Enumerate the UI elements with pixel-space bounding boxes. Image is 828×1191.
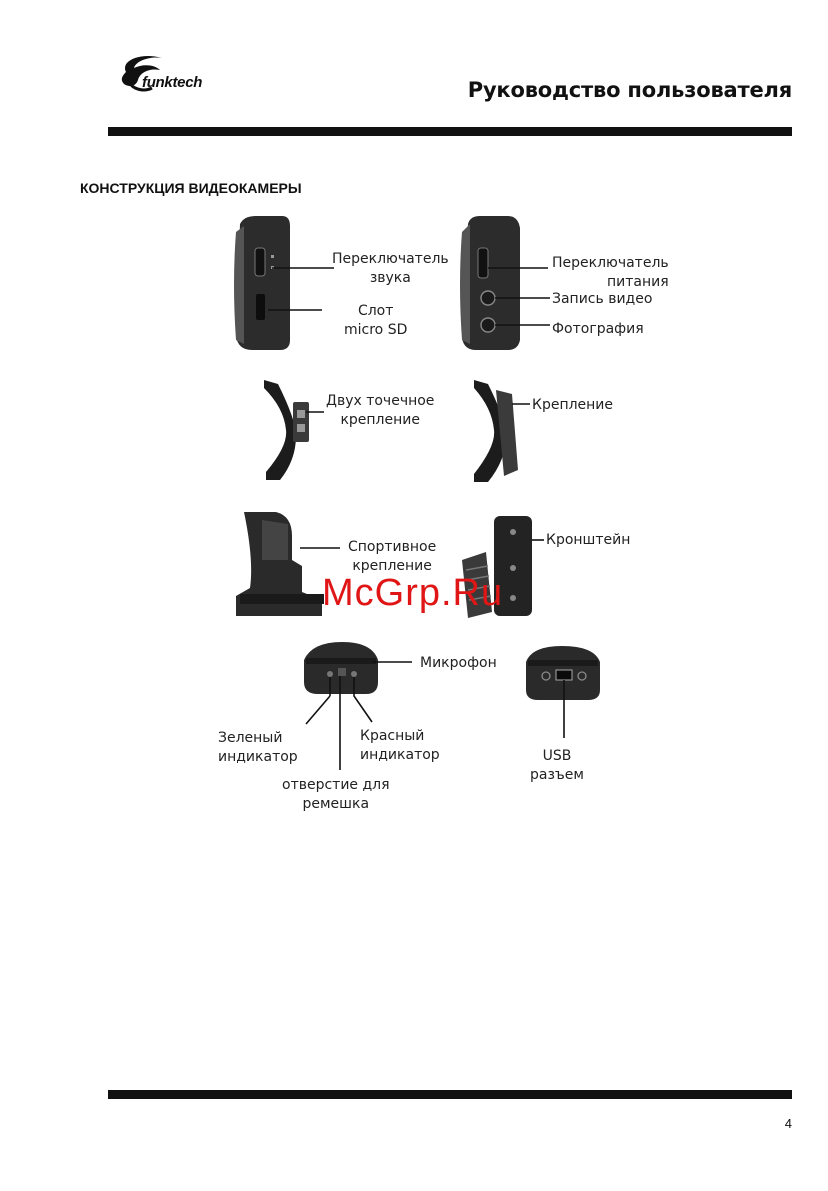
- record-video-label: Запись видео: [552, 290, 652, 309]
- photo-label: Фотография: [552, 320, 644, 339]
- camera-side-left-illustration: [234, 216, 334, 350]
- belt-clip-illustration: [474, 380, 530, 482]
- mount-label: Крепление: [532, 396, 613, 415]
- two-point-clip-illustration: [264, 380, 324, 480]
- camera-usb-illustration: [526, 646, 600, 738]
- page-number: 4: [785, 1116, 792, 1131]
- camera-side-right-illustration: [460, 216, 550, 350]
- watermark: McGrp.Ru: [322, 572, 503, 615]
- footer-rule: [108, 1090, 792, 1099]
- bracket-label: Кронштейн: [546, 531, 630, 550]
- microphone-label: Микрофон: [420, 654, 497, 673]
